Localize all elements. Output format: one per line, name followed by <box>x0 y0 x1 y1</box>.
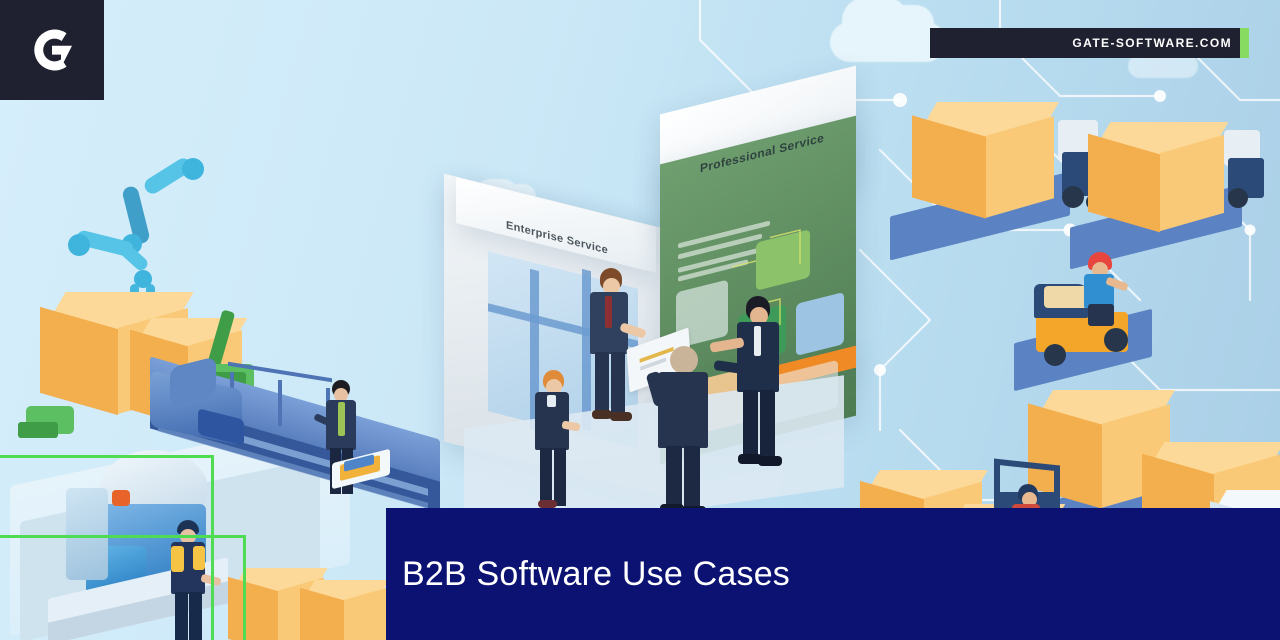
page-title: B2B Software Use Cases <box>402 554 791 593</box>
businessman-standing <box>584 268 647 428</box>
brand-logo[interactable] <box>0 0 104 100</box>
green-machinery <box>18 398 84 458</box>
factory-worker <box>165 520 222 640</box>
pallet-truck <box>1218 130 1280 230</box>
website-url-text: GATE-SOFTWARE.COM <box>1072 36 1232 50</box>
g-mark-icon <box>34 29 72 71</box>
businessman-presenting <box>709 296 788 476</box>
cardboard-box <box>300 580 392 640</box>
title-bar: B2B Software Use Cases <box>386 508 1280 640</box>
businessman-short <box>530 370 581 518</box>
warehouse-scene <box>860 90 1280 605</box>
guide-vertical-left <box>211 455 214 640</box>
cloud-icon <box>830 0 946 62</box>
robotic-arm <box>60 150 220 310</box>
parts-tray <box>332 448 394 492</box>
factory-scene <box>0 150 440 640</box>
warehouse-rider-vehicle <box>1008 252 1168 392</box>
warehouse-operator <box>1082 252 1129 332</box>
guide-horizontal-top <box>0 455 214 458</box>
office-scene: Enterprise Service Professional Service <box>438 65 868 541</box>
businessman-back-view <box>645 346 712 522</box>
guide-vertical-right <box>243 535 246 640</box>
guide-horizontal-bottom <box>0 535 246 538</box>
website-url-badge[interactable]: GATE-SOFTWARE.COM <box>930 28 1248 58</box>
url-badge-accent-bar <box>1240 28 1249 58</box>
